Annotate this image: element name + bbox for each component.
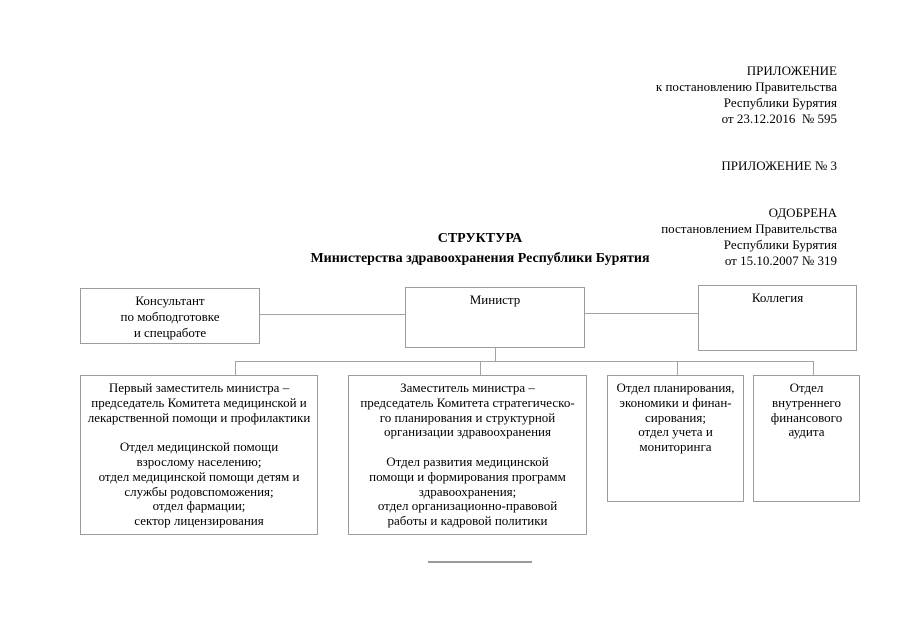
- title-line-ministry: Министерства здравоохранения Республики …: [310, 251, 650, 266]
- org-box-consultant: Консультант по мобподготовке и спецработ…: [80, 288, 260, 344]
- appendix-reference: ПРИЛОЖЕНИЕ к постановлению Правительства…: [655, 63, 837, 126]
- connector-distribution-bar: [235, 361, 814, 362]
- connector-drop-audit: [813, 361, 814, 375]
- org-box-planning-economics: Отдел планирования, экономики и финан- с…: [607, 375, 744, 502]
- footnote-separator-rule: [428, 561, 532, 563]
- title-line-structure: СТРУКТУРА: [437, 231, 523, 246]
- appendix-number: ПРИЛОЖЕНИЕ № 3: [721, 158, 837, 173]
- org-box-deputy: Заместитель министра – председатель Коми…: [348, 375, 587, 535]
- header-reference-block: ПРИЛОЖЕНИЕ к постановлению Правительства…: [656, 47, 837, 285]
- connector-drop-planning: [677, 361, 678, 375]
- connector-drop-deputy: [480, 361, 481, 375]
- connector-drop-first-deputy: [235, 361, 236, 375]
- org-box-internal-audit: Отдел внутреннего финансового аудита: [753, 375, 860, 502]
- document-title: СТРУКТУРА Министерства здравоохранения Р…: [55, 229, 905, 269]
- connector-consultant-minister: [260, 314, 405, 315]
- approval-reference: ОДОБРЕНА постановлением Правительства Ре…: [661, 205, 837, 268]
- org-box-first-deputy: Первый заместитель министра – председате…: [80, 375, 318, 535]
- org-box-collegium: Коллегия: [698, 285, 857, 351]
- connector-minister-collegium: [585, 313, 698, 314]
- connector-minister-down: [495, 348, 496, 361]
- org-box-minister: Министр: [405, 287, 585, 348]
